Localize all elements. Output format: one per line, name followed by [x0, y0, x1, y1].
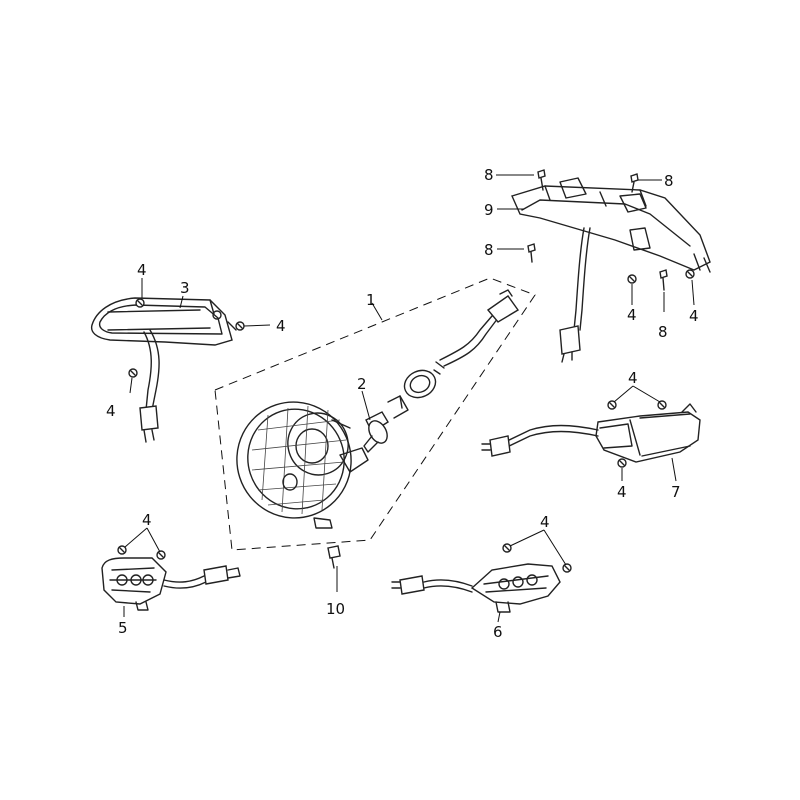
callout-labels: 1 2 3 4 4 4 4 4 4 4 4 4 5 6 7 8 8 8 8 9 … — [106, 166, 699, 641]
callout-2: 2 — [357, 375, 367, 393]
callout-8a: 8 — [484, 166, 494, 184]
screw-icon[interactable] — [617, 458, 627, 468]
callout-4b: 4 — [276, 317, 286, 335]
callout-9: 9 — [484, 201, 494, 219]
screw-icon[interactable] — [117, 545, 127, 555]
screw-icon[interactable] — [562, 563, 572, 573]
callout-5: 5 — [118, 619, 128, 637]
screw-icon[interactable] — [135, 298, 145, 308]
callout-4f: 4 — [628, 369, 638, 387]
callout-4i: 4 — [540, 513, 550, 531]
callout-1: 1 — [366, 291, 376, 309]
callout-4c: 4 — [106, 402, 116, 420]
callout-4a: 4 — [137, 261, 147, 279]
headlight-assembly-boundary — [214, 277, 536, 551]
callout-10: 10 — [326, 600, 345, 618]
callout-7: 7 — [671, 483, 681, 501]
dust-cover-ring[interactable] — [400, 365, 440, 402]
front-left-turn-signal[interactable] — [90, 297, 237, 443]
callout-6: 6 — [493, 623, 503, 641]
screw-icon[interactable] — [156, 550, 166, 560]
screw-icon[interactable] — [607, 400, 617, 410]
callout-4h: 4 — [142, 511, 152, 529]
callout-4d: 4 — [627, 306, 637, 324]
screws — [117, 169, 695, 573]
front-right-turn-signal-lower-left[interactable] — [101, 557, 241, 611]
rear-tail-light[interactable] — [511, 177, 711, 363]
callout-3: 3 — [180, 279, 190, 297]
screw-icon[interactable] — [502, 543, 512, 553]
adjuster-bolt[interactable] — [327, 545, 341, 569]
tapping-screw-icon[interactable] — [659, 269, 668, 291]
rear-right-turn-signal[interactable] — [481, 403, 701, 463]
bulb-clip[interactable] — [387, 395, 409, 419]
front-left-turn-signal-lower-right[interactable] — [391, 563, 561, 613]
headlight-bulb[interactable] — [363, 411, 391, 453]
screw-icon[interactable] — [235, 321, 245, 331]
screw-icon[interactable] — [128, 368, 138, 378]
headlight-housing[interactable] — [222, 387, 369, 533]
tapping-screw-icon[interactable] — [537, 169, 546, 191]
tapping-screw-icon[interactable] — [527, 243, 536, 263]
screw-icon[interactable] — [657, 400, 667, 410]
callout-4e: 4 — [689, 307, 699, 325]
screw-icon[interactable] — [685, 269, 695, 279]
callout-8b: 8 — [664, 172, 674, 190]
callout-8c: 8 — [484, 241, 494, 259]
screw-icon[interactable] — [627, 274, 637, 284]
callout-4g: 4 — [617, 483, 627, 501]
callout-8d: 8 — [658, 323, 668, 341]
leader-lines — [123, 174, 695, 623]
headlight-wire-harness[interactable] — [433, 289, 520, 375]
